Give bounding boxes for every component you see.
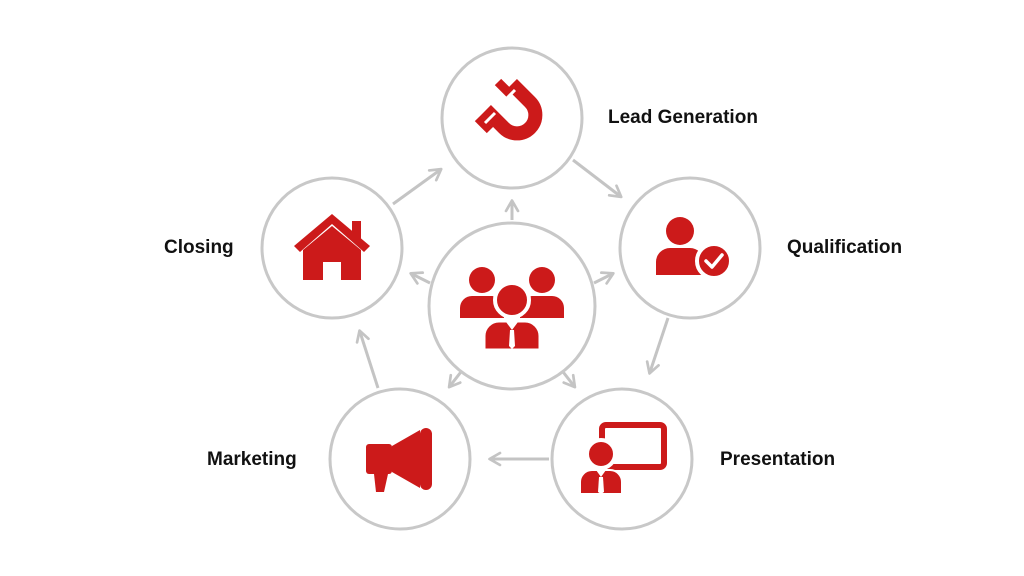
label-presentation: Presentation [720,449,836,470]
cycle-arrows [355,158,670,467]
arrow-marketing-to-closing [355,329,380,389]
arrow-qualification-to-presentation [645,317,670,375]
magnet-icon [474,78,543,141]
presentation-icon [579,422,667,495]
label-marketing: Marketing [207,449,297,470]
label-closing: Closing [164,237,234,258]
user-check-icon [656,217,733,280]
house-icon [294,214,370,280]
team-icon [460,267,564,352]
label-lead-generation: Lead Generation [608,107,758,128]
center-arrows [409,199,615,389]
circle-presentation [550,387,694,531]
arrow-lead-to-qualification [572,158,623,199]
stage-circles [260,46,762,531]
megaphone-icon [366,428,432,492]
arrow-center-to-qualification [593,271,615,285]
circle-lead-generation [440,46,584,190]
arrow-center-to-closing [409,271,431,285]
label-qualification: Qualification [787,237,903,258]
arrow-closing-to-lead [392,167,443,206]
